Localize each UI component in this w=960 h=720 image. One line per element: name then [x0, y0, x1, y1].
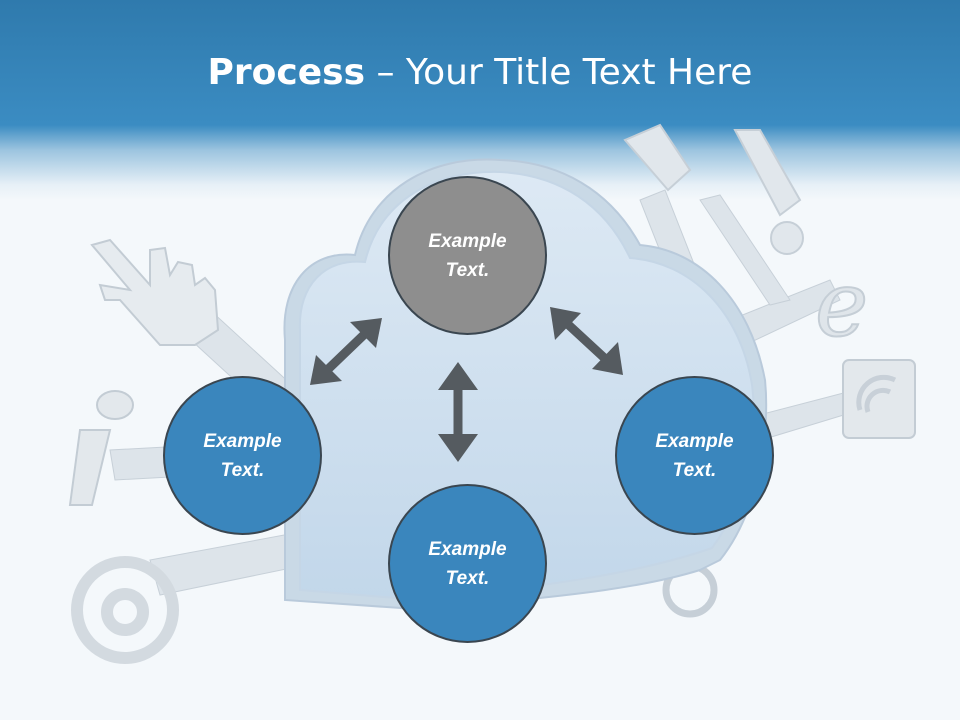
arrow-left-top: [310, 318, 382, 385]
process-node-left: Example Text.: [163, 376, 322, 535]
node-bottom-text: Example Text.: [428, 538, 507, 589]
process-node-top: Example Text.: [388, 176, 547, 335]
process-node-bottom: Example Text.: [388, 484, 547, 643]
title-rest: – Your Title Text Here: [365, 52, 753, 93]
title-bold: Process: [207, 52, 366, 93]
arrow-right-top: [550, 307, 623, 375]
tool-icons: [623, 123, 804, 255]
at-sign-icon: [71, 556, 179, 664]
info-icon: [68, 390, 134, 506]
stick-note: [699, 194, 791, 306]
e-letter-icon: e: [815, 252, 868, 357]
connector-arrows: [310, 307, 623, 462]
process-node-right: Example Text.: [615, 376, 774, 535]
arrow-vertical: [438, 362, 478, 462]
node-left-text: Example Text.: [203, 430, 282, 481]
wifi-sign-icon: [842, 359, 916, 439]
node-right-text: Example Text.: [655, 430, 734, 481]
node-top-text: Example Text.: [428, 230, 507, 281]
hand-cursor-icon: [90, 238, 220, 346]
slide-title: Process – Your Title Text Here: [0, 52, 960, 93]
